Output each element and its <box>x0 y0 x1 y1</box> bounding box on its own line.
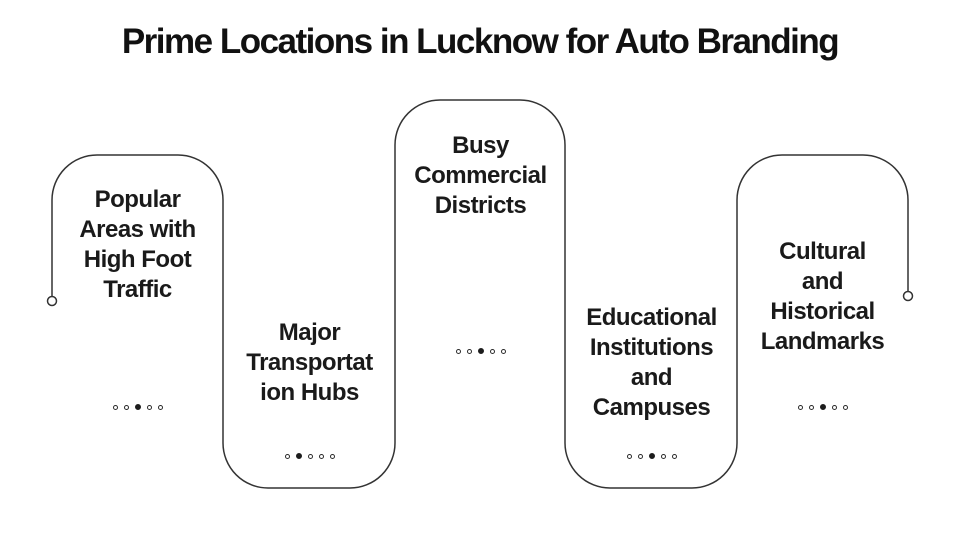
card-label: Educational Institutions and Campuses <box>586 304 717 421</box>
dot <box>123 404 129 410</box>
dot <box>819 404 826 410</box>
dot <box>329 453 335 459</box>
card-label: Popular Areas with High Foot Traffic <box>79 186 196 303</box>
location-card-educational-institutions: Educational Institutions and Campuses <box>566 200 737 488</box>
dot <box>477 348 484 354</box>
dot <box>500 348 506 354</box>
location-card-transportation-hubs: Major Transportat ion Hubs <box>224 200 395 488</box>
dot <box>831 404 837 410</box>
card-label: Busy Commercial Districts <box>414 132 547 219</box>
card-label: Major Transportat ion Hubs <box>246 319 373 406</box>
dot <box>112 404 118 410</box>
dot <box>671 453 677 459</box>
dot <box>489 348 495 354</box>
location-card-cultural-landmarks: Cultural and Historical Landmarks <box>737 155 908 445</box>
location-card-popular-areas: Popular Areas with High Foot Traffic <box>52 155 223 445</box>
dot <box>797 404 803 410</box>
dot <box>284 453 290 459</box>
dot <box>318 453 324 459</box>
dot <box>626 453 632 459</box>
dot <box>146 404 152 410</box>
dot <box>660 453 666 459</box>
pagination-dots <box>455 348 506 354</box>
pagination-dots <box>284 453 335 459</box>
dot <box>307 453 313 459</box>
page-title: Prime Locations in Lucknow for Auto Bran… <box>121 22 840 61</box>
dot <box>648 453 655 459</box>
pagination-dots <box>112 404 163 410</box>
location-card-commercial-districts: Busy Commercial Districts <box>395 100 566 390</box>
endpoint-circle-left <box>46 295 58 307</box>
dot <box>157 404 163 410</box>
dot <box>466 348 472 354</box>
serpentine-path <box>51 99 909 489</box>
dot <box>455 348 461 354</box>
dot <box>637 453 643 459</box>
dot <box>842 404 848 410</box>
pagination-dots <box>626 453 677 459</box>
dot <box>134 404 141 410</box>
endpoint-circle-right <box>902 290 914 302</box>
dot <box>295 453 302 459</box>
dot <box>808 404 814 410</box>
pagination-dots <box>797 404 848 410</box>
card-label: Cultural and Historical Landmarks <box>760 238 885 355</box>
